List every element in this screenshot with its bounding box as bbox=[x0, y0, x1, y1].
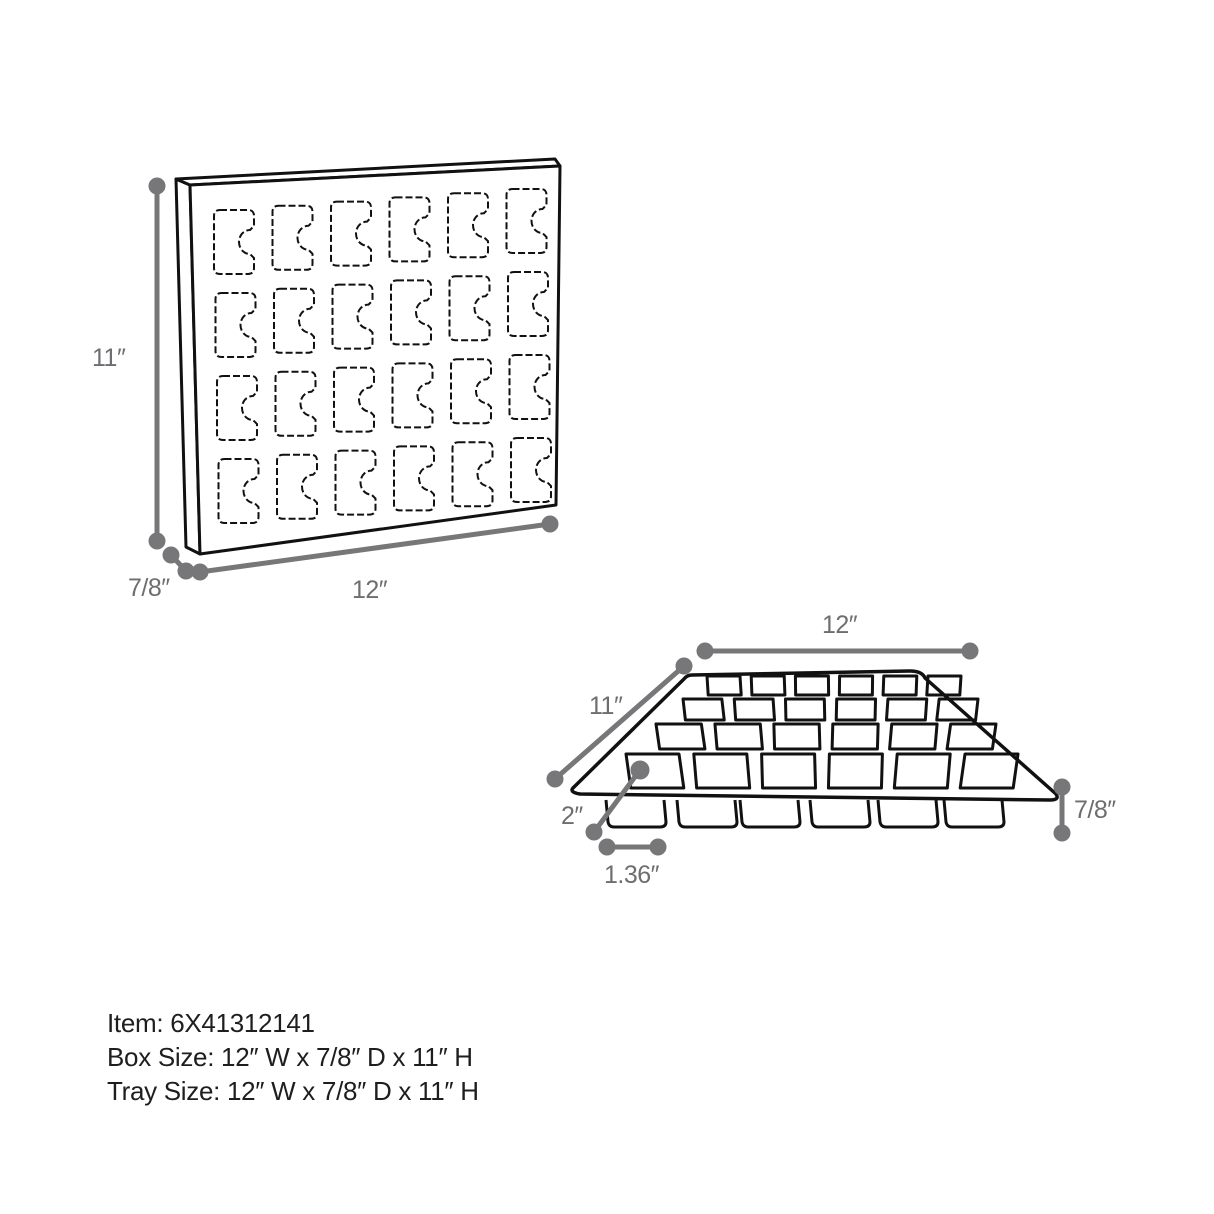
item-number: Item: 6X41312141 bbox=[107, 1008, 315, 1038]
tray-slot-depth-label: 2″ bbox=[561, 802, 583, 830]
tray-compartment bbox=[624, 752, 686, 790]
box-compartment bbox=[505, 188, 548, 254]
tray-compartment bbox=[793, 674, 831, 697]
tray-pocket bbox=[738, 799, 802, 829]
tray-compartment bbox=[958, 752, 1020, 790]
tray-compartment bbox=[837, 674, 875, 697]
box-compartment bbox=[217, 458, 260, 524]
box-compartment bbox=[276, 453, 318, 520]
spec-block: Item: 6X41312141 Box Size: 12″ W x 7/8″ … bbox=[107, 1006, 479, 1108]
tray-width-label: 12″ bbox=[822, 611, 858, 639]
box-height-label: 11″ bbox=[92, 344, 126, 372]
tray-compartment bbox=[892, 752, 952, 790]
box-compartment bbox=[214, 292, 257, 358]
tray-compartment bbox=[830, 722, 880, 751]
tray-compartment bbox=[884, 697, 929, 722]
box-compartment bbox=[510, 437, 552, 503]
tray-compartment bbox=[888, 722, 939, 751]
box-compartment bbox=[448, 275, 491, 342]
tray-compartment bbox=[772, 722, 822, 751]
box-compartment bbox=[388, 196, 431, 263]
tray-compartment bbox=[713, 722, 764, 751]
box-compartment bbox=[450, 358, 492, 425]
tray-pocket bbox=[876, 799, 940, 829]
box-compartment bbox=[330, 200, 372, 267]
box-compartment bbox=[274, 370, 317, 437]
box-compartment bbox=[271, 204, 314, 271]
tray-compartment bbox=[881, 674, 919, 697]
box-illustration bbox=[174, 157, 562, 556]
box-compartment bbox=[508, 354, 551, 420]
tray-size: Tray Size: 12″ W x 7/8″ D x 11″ H bbox=[107, 1076, 479, 1106]
tray-compartment bbox=[705, 674, 743, 697]
tray-compartment bbox=[834, 697, 878, 722]
box-compartment bbox=[216, 375, 258, 441]
box-compartments bbox=[213, 188, 552, 524]
box-compartment bbox=[331, 283, 374, 350]
tray-compartments bbox=[604, 674, 1020, 829]
tray-compartment bbox=[935, 697, 980, 722]
tray-compartment bbox=[692, 752, 752, 790]
tray-compartment bbox=[749, 674, 787, 697]
tray-pocket bbox=[604, 799, 668, 829]
box-size: Box Size: 12″ W x 7/8″ D x 11″ H bbox=[107, 1042, 473, 1072]
tray-compartment bbox=[681, 697, 726, 722]
box-compartment bbox=[390, 279, 432, 346]
box-dimension-lines bbox=[148, 177, 559, 581]
tray-compartment bbox=[925, 674, 963, 697]
box-compartment bbox=[507, 271, 549, 337]
box-depth-label: 7/8″ bbox=[128, 574, 170, 602]
tray-pocket bbox=[942, 799, 1006, 829]
tray-compartment bbox=[732, 697, 777, 722]
tray-pocket bbox=[675, 799, 739, 829]
box-compartment bbox=[391, 362, 434, 429]
tray-depth-label: 11″ bbox=[589, 692, 623, 720]
tray-compartment bbox=[760, 752, 818, 790]
box-compartment bbox=[447, 192, 489, 259]
box-compartment bbox=[273, 287, 315, 354]
tray-compartment bbox=[945, 722, 998, 751]
tray-compartment bbox=[654, 722, 707, 751]
tray-slot-width-label: 1.36″ bbox=[604, 861, 660, 889]
box-compartment bbox=[333, 366, 375, 433]
box-width-label: 12″ bbox=[352, 576, 388, 604]
tray-illustration bbox=[570, 669, 1059, 802]
tray-height-label: 7/8″ bbox=[1074, 796, 1116, 824]
tray-compartment bbox=[826, 752, 884, 790]
box-compartment bbox=[334, 449, 377, 516]
tray-compartment bbox=[783, 697, 827, 722]
tray-dimension-lines bbox=[546, 642, 1071, 856]
box-compartment bbox=[393, 445, 435, 512]
tray-pocket bbox=[808, 799, 872, 829]
box-compartment bbox=[451, 441, 494, 508]
box-compartment bbox=[213, 209, 255, 275]
